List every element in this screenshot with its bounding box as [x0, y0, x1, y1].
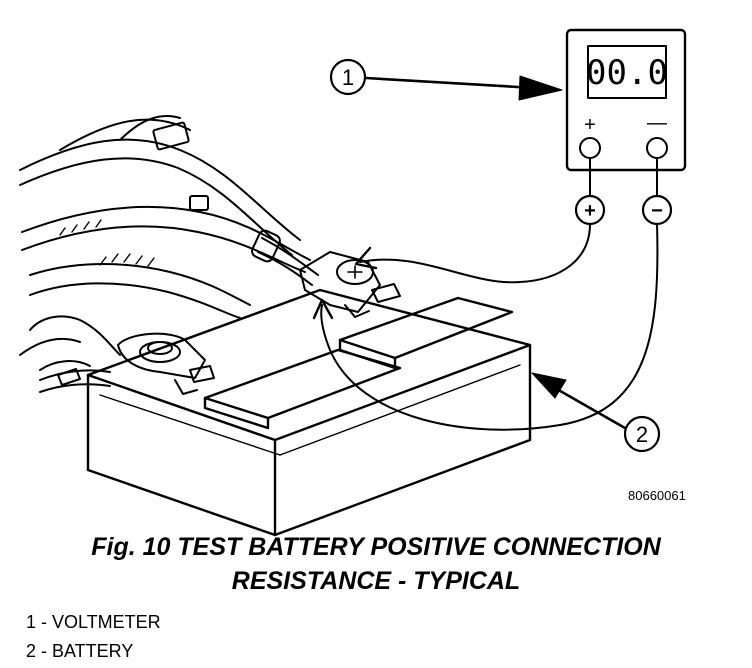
- callout-1-arrow: [364, 75, 563, 101]
- callout-2-arrow: [531, 372, 627, 430]
- negative-probe-symbol: −: [651, 200, 663, 222]
- positive-terminal-clamp: [299, 251, 401, 318]
- probe-leads: [312, 157, 659, 431]
- callout-1-label: 1: [342, 65, 354, 90]
- voltmeter: [565, 28, 687, 172]
- positive-probe-symbol: +: [584, 200, 596, 222]
- figure-id: 80660061: [628, 488, 686, 503]
- callout-2-label: 2: [636, 422, 648, 447]
- callout-1-circle: [329, 58, 367, 96]
- positive-probe: [574, 194, 606, 226]
- wiring-harness: [19, 115, 319, 393]
- negative-probe: [641, 194, 673, 226]
- legend-item-voltmeter: 1 - VOLTMETER: [26, 612, 161, 632]
- negative-terminal-clamp: [117, 332, 215, 395]
- battery: [86, 288, 532, 537]
- meter-display-readout: 00.0: [586, 53, 668, 93]
- figure-caption-line-2: RESISTANCE - TYPICAL: [231, 567, 521, 595]
- callout-2-circle: [623, 415, 661, 453]
- meter-minus-label: —: [647, 112, 667, 134]
- figure-caption-line-1: Fig. 10 TEST BATTERY POSITIVE CONNECTION: [91, 533, 661, 561]
- legend-item-battery: 2 - BATTERY: [26, 641, 134, 661]
- meter-plus-label: +: [584, 114, 596, 136]
